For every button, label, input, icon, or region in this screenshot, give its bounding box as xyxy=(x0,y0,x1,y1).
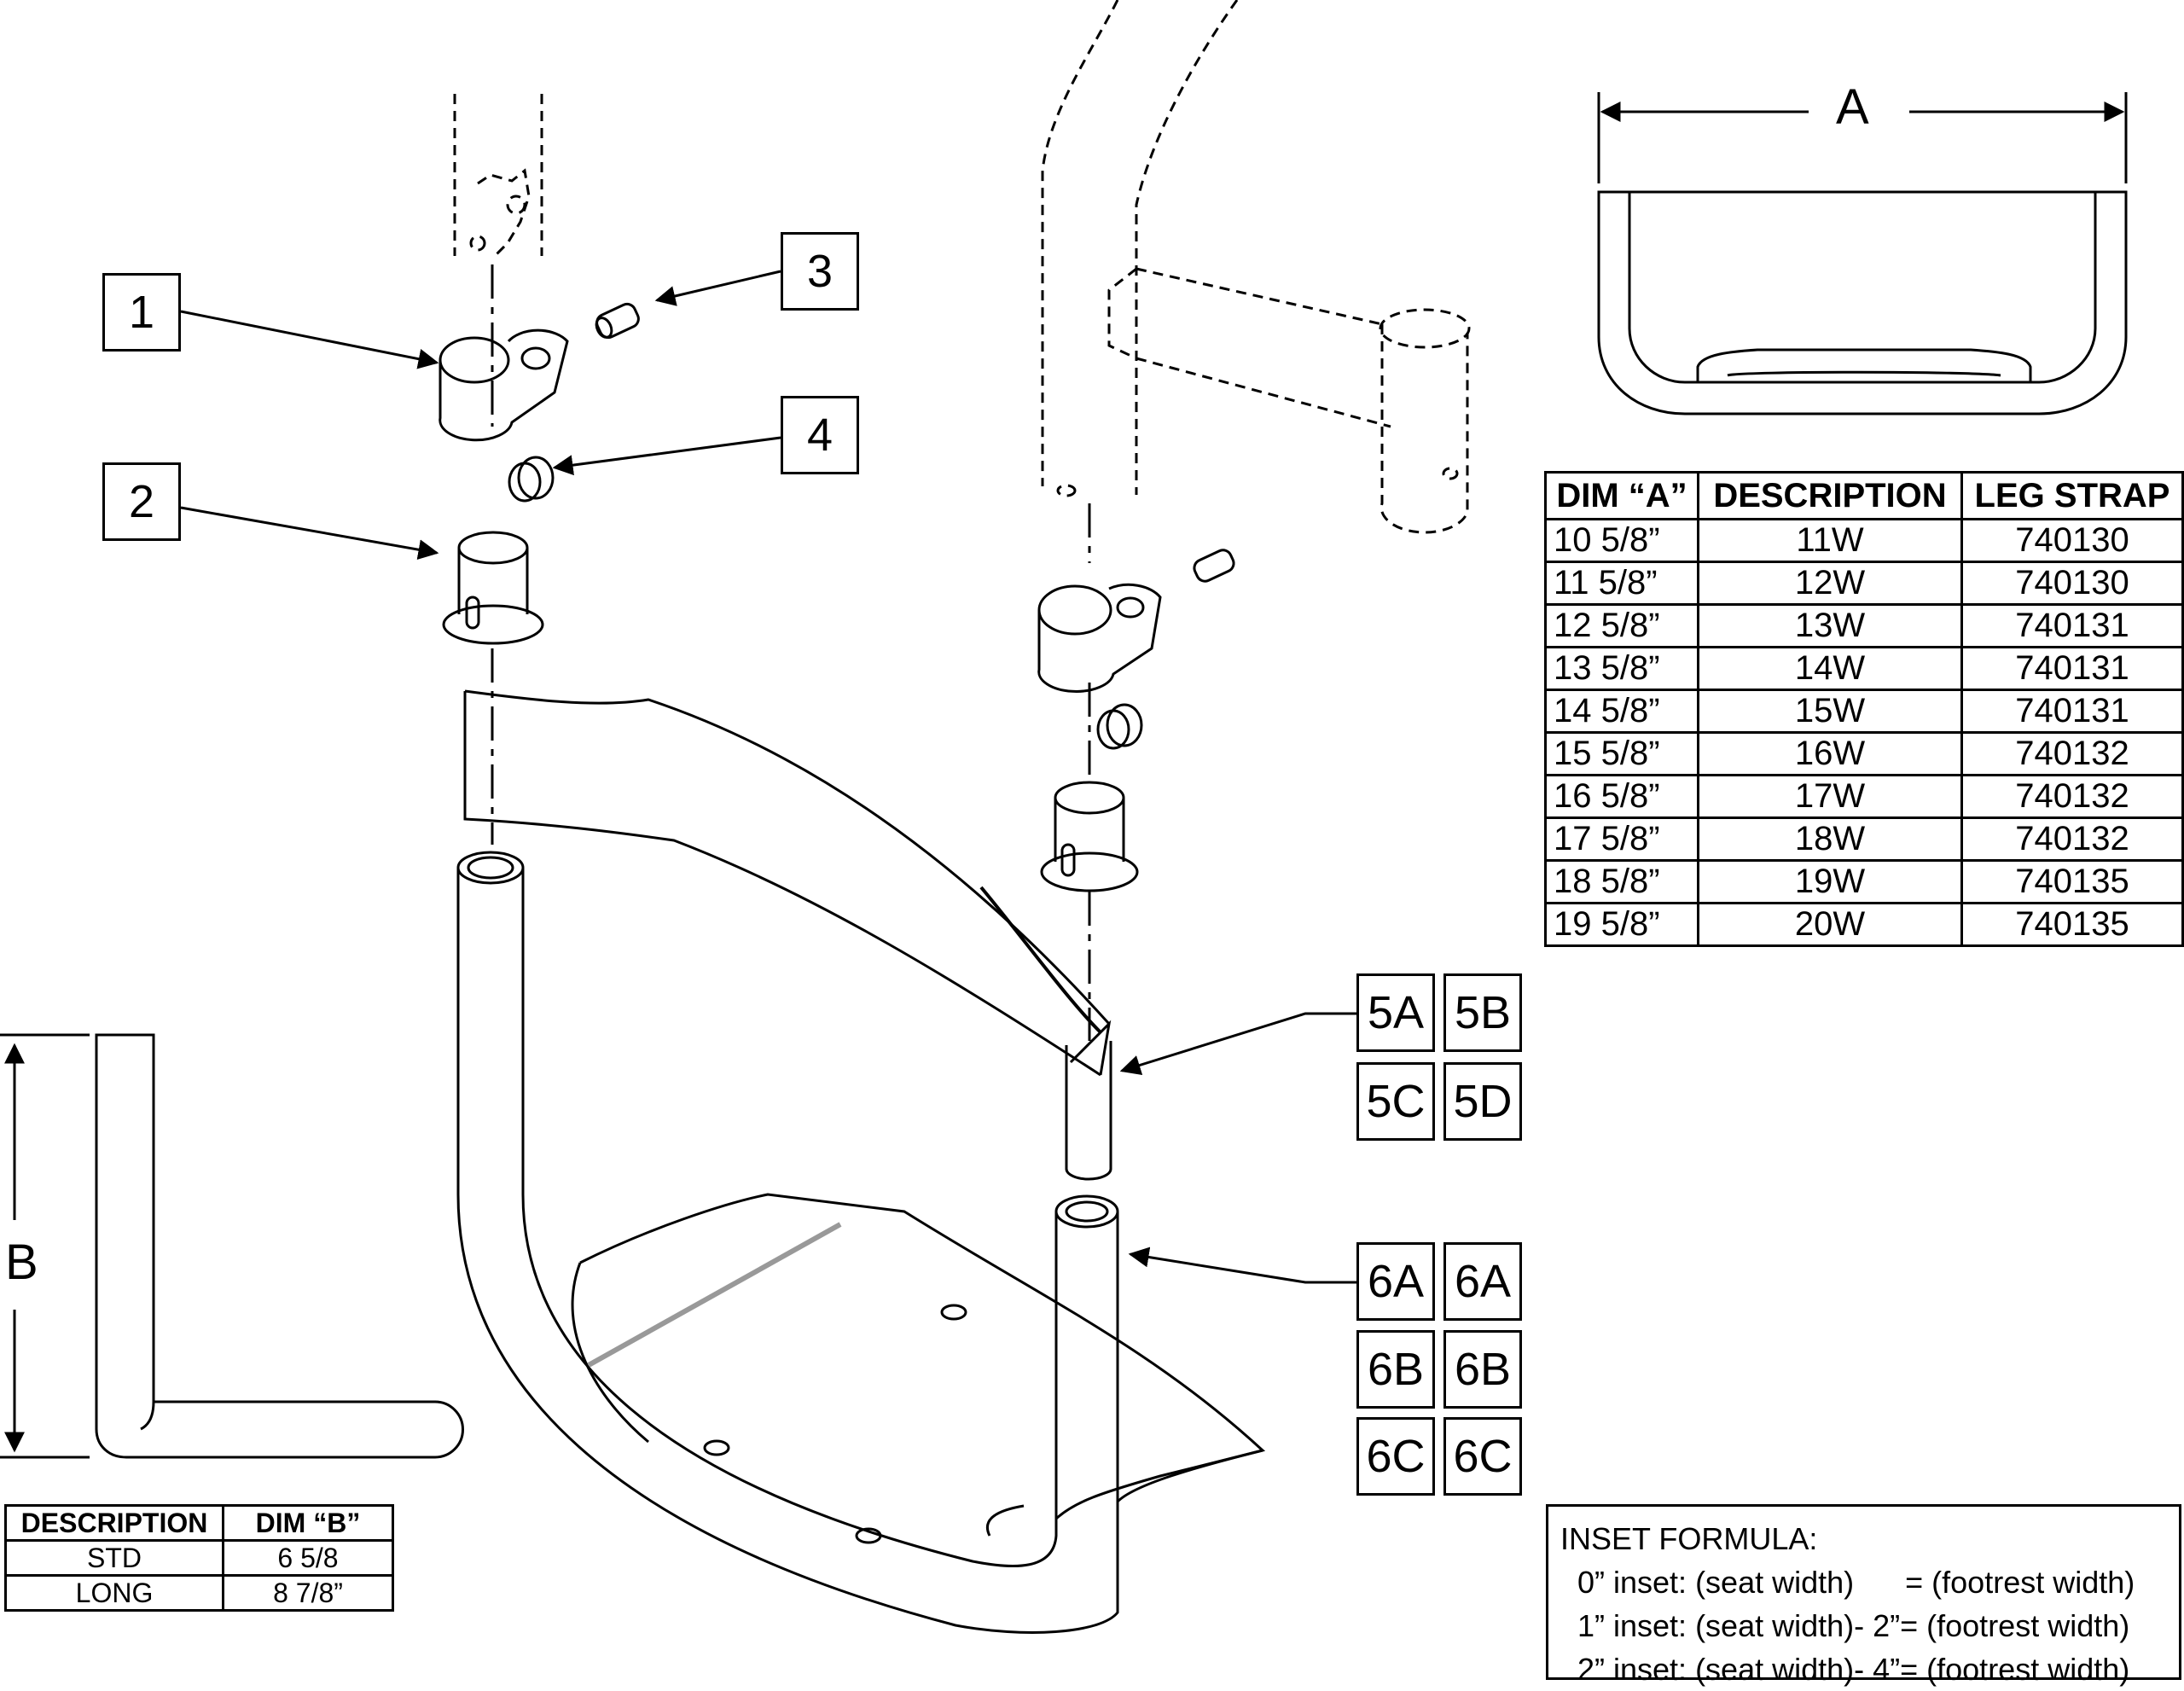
leg-strap-cell: 740130 xyxy=(1960,561,2184,606)
inset-formula-box: INSET FORMULA: 0” inset: (seat width) = … xyxy=(1546,1504,2181,1687)
frame-tube-right-phantom xyxy=(1041,0,1471,534)
callout-5c: 5C xyxy=(1356,1062,1435,1141)
leg-strap-cell: 740132 xyxy=(1960,774,2184,819)
dimension-b-label: B xyxy=(0,1234,44,1291)
dim-a-cell: 15 5/8” xyxy=(1544,731,1699,776)
description-cell: 14W xyxy=(1697,646,1963,691)
callout-1: 1 xyxy=(102,273,181,352)
footrest-tube-left xyxy=(456,851,1119,1634)
set-screw-part-3 xyxy=(595,302,640,340)
description-cell: 17W xyxy=(1697,774,1963,819)
column-header-dim-b: DIM “B” xyxy=(222,1504,394,1542)
description-cell: LONG xyxy=(4,1574,224,1612)
inset-formula-line: 1” inset: (seat width)- 2”= (footrest wi… xyxy=(1560,1608,2130,1643)
description-cell: 13W xyxy=(1697,603,1963,648)
description-cell: 11W xyxy=(1697,518,1963,563)
callout-6b-right: 6B xyxy=(1443,1330,1522,1409)
leg-strap xyxy=(463,689,1112,1077)
description-cell: 18W xyxy=(1697,816,1963,862)
dim-a-cell: 14 5/8” xyxy=(1544,689,1699,734)
leg-strap-cell: 740131 xyxy=(1960,689,2184,734)
dim-b-view xyxy=(0,1033,464,1459)
callout-6c-right: 6C xyxy=(1443,1417,1522,1496)
leg-strap-cell: 740131 xyxy=(1960,603,2184,648)
dim-b-cell: 6 5/8 xyxy=(222,1539,394,1577)
callout-2: 2 xyxy=(102,462,181,541)
callout-3: 3 xyxy=(781,232,859,311)
callout-6c-left: 6C xyxy=(1356,1417,1435,1496)
dim-a-cell: 12 5/8” xyxy=(1544,603,1699,648)
callout-5b: 5B xyxy=(1443,973,1522,1052)
description-cell: 15W xyxy=(1697,689,1963,734)
column-header-description: DESCRIPTION xyxy=(4,1504,224,1542)
dim-a-cell: 11 5/8” xyxy=(1544,561,1699,606)
callout-5a: 5A xyxy=(1356,973,1435,1052)
bushing-right xyxy=(1040,781,1139,892)
footplate xyxy=(571,1193,1266,1544)
leg-strap-cell: 740132 xyxy=(1960,731,2184,776)
callout-6b-left: 6B xyxy=(1356,1330,1435,1409)
button-screw-right xyxy=(1096,703,1143,750)
callout-6a-left: 6A xyxy=(1356,1242,1435,1321)
column-header-leg-strap: LEG STRAP xyxy=(1960,471,2184,520)
callout-5d: 5D xyxy=(1443,1062,1522,1141)
callout-4: 4 xyxy=(781,396,859,474)
inset-formula-line: 0” inset: (seat width) = (footrest width… xyxy=(1560,1565,2135,1600)
dim-a-cell: 16 5/8” xyxy=(1544,774,1699,819)
dim-a-table: DIM “A” DESCRIPTION LEG STRAP 10 5/8”11W… xyxy=(1544,471,2184,947)
inset-formula-line: 2” inset: (seat width)- 4”= (footrest wi… xyxy=(1560,1652,2130,1687)
table-header-row: DIM “A” DESCRIPTION LEG STRAP xyxy=(1544,471,2184,520)
dim-a-view xyxy=(1597,92,2128,415)
description-cell: 12W xyxy=(1697,561,1963,606)
clamp-collar-part-1 xyxy=(439,328,569,442)
leg-strap-cell: 740130 xyxy=(1960,518,2184,563)
dim-a-cell: 19 5/8” xyxy=(1544,902,1699,947)
description-cell: 20W xyxy=(1697,902,1963,947)
column-header-dim-a: DIM “A” xyxy=(1544,471,1699,520)
table-header-row: DESCRIPTION DIM “B” xyxy=(4,1504,394,1542)
dim-a-cell: 13 5/8” xyxy=(1544,646,1699,691)
sleeve-part-5 xyxy=(1065,1041,1112,1181)
dimension-a-label: A xyxy=(1831,78,1874,136)
leg-strap-cell: 740132 xyxy=(1960,816,2184,862)
callout-6a-right: 6A xyxy=(1443,1242,1522,1321)
dim-a-cell: 17 5/8” xyxy=(1544,816,1699,862)
inset-formula-title: INSET FORMULA: xyxy=(1560,1521,1818,1556)
leg-strap-cell: 740131 xyxy=(1960,646,2184,691)
description-cell: STD xyxy=(4,1539,224,1577)
dim-a-cell: 18 5/8” xyxy=(1544,859,1699,904)
set-screw-right xyxy=(1193,549,1235,583)
leader-lines xyxy=(180,270,1356,1284)
description-cell: 19W xyxy=(1697,859,1963,904)
description-cell: 16W xyxy=(1697,731,1963,776)
frame-tube-left-phantom xyxy=(453,94,543,258)
leg-strap-cell: 740135 xyxy=(1960,859,2184,904)
leg-strap-cell: 740135 xyxy=(1960,902,2184,947)
dim-a-cell: 10 5/8” xyxy=(1544,518,1699,563)
clamp-collar-right xyxy=(1037,583,1162,693)
column-header-description: DESCRIPTION xyxy=(1697,471,1963,520)
bushing-part-2 xyxy=(442,531,544,645)
dim-b-cell: 8 7/8” xyxy=(222,1574,394,1612)
button-screw-part-4 xyxy=(508,456,555,503)
